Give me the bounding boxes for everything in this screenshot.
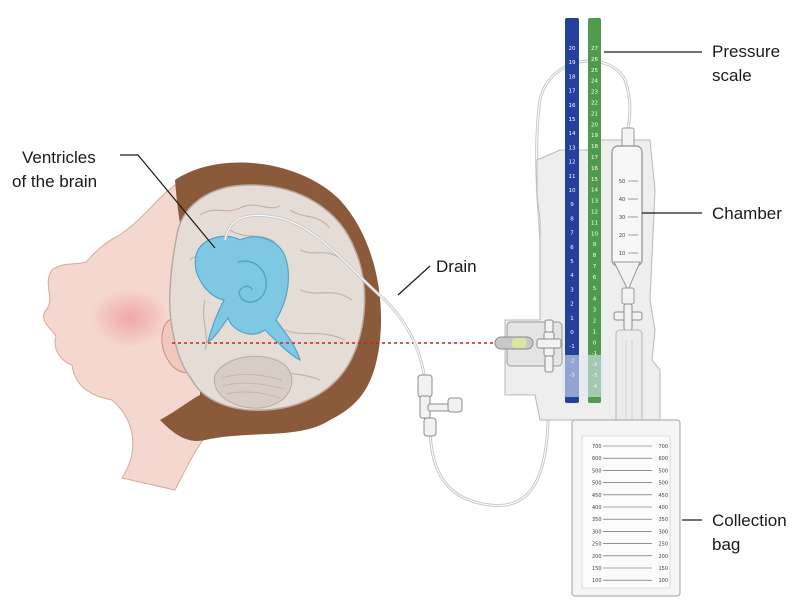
bag-tick-label: 400 [592, 505, 602, 511]
bag-tick-label: 300 [658, 529, 668, 535]
chamber-scale-tick-label: 20 [619, 233, 625, 239]
bag-tick-label: 350 [592, 517, 602, 523]
blue-scale-tick-label: 7 [570, 231, 574, 237]
blue-scale-tick-label: 0 [570, 330, 574, 336]
green-scale-tick-label: 3 [593, 308, 597, 314]
cheek-blush [90, 288, 170, 348]
label-pressure-line1: Pressure [712, 42, 780, 61]
green-scale-tick-label: 8 [593, 253, 597, 259]
green-scale-tick-label: 20 [591, 122, 598, 128]
bag-tick-label: 450 [592, 493, 602, 499]
green-scale-tick-label: 7 [593, 264, 597, 270]
bag-tick-label: 500 [592, 468, 602, 474]
green-scale-tick-label: 24 [591, 79, 598, 85]
label-collection-line1: Collection [712, 511, 787, 530]
green-scale-tick-label: 1 [593, 329, 597, 335]
blue-scale-tick-label: 15 [569, 117, 576, 123]
green-scale-tick-label: 11 [591, 220, 598, 226]
drip-chamber [612, 146, 642, 266]
bag-tick-label: 100 [592, 578, 602, 584]
bag-tick-label: 400 [658, 505, 668, 511]
blue-scale-tick-label: 8 [570, 216, 574, 222]
green-scale-tick-label: 5 [593, 286, 597, 292]
blue-scale-tick-label: 5 [570, 259, 574, 265]
blue-scale-tick-label: 2 [570, 302, 574, 308]
bag-tick-label: 300 [592, 529, 602, 535]
green-scale-tick-label: 21 [591, 111, 598, 117]
bag-tick-label: 500 [658, 481, 668, 487]
green-scale-tick-label: 15 [591, 177, 598, 183]
blue-scale-tick-label: 9 [570, 202, 574, 208]
green-scale-tick-label: 2 [593, 319, 597, 325]
green-scale-tick-label: 12 [591, 210, 598, 216]
bag-tick-label: 250 [658, 542, 668, 548]
bag-tick-label: 700 [592, 444, 602, 450]
blue-scale-tick-label: 18 [569, 74, 576, 80]
chamber-scale-tick-label: 30 [619, 215, 625, 221]
blue-scale-tick-label: -1 [569, 344, 574, 350]
label-ventricles-line2: of the brain [12, 172, 97, 191]
green-scale-tick-label: 22 [591, 101, 598, 107]
stopcock [418, 375, 462, 436]
green-scale-tick-label: 19 [591, 133, 598, 139]
chamber-scale-tick-label: 40 [619, 197, 625, 203]
green-scale-tick-label: 25 [591, 68, 598, 74]
green-scale-tick-label: 10 [591, 231, 598, 237]
blue-scale-tick-label: 6 [570, 245, 574, 251]
chamber-connector [622, 128, 634, 148]
label-collection-line2: bag [712, 535, 740, 554]
blue-scale-tick-label: 20 [569, 46, 576, 52]
green-scale-tick-label: 26 [591, 57, 598, 63]
label-drain: Drain [436, 257, 477, 276]
bag-tick-label: 500 [592, 481, 602, 487]
bag-tick-label: 200 [592, 554, 602, 560]
blue-scale-tick-label: 4 [570, 273, 574, 279]
label-chamber: Chamber [712, 204, 782, 223]
blue-scale-tick-label: 16 [569, 103, 576, 109]
green-scale-tick-label: 4 [593, 297, 597, 303]
green-scale-tick-label: 16 [591, 166, 598, 172]
bag-tick-label: 250 [592, 542, 602, 548]
green-scale-tick-label: 9 [593, 242, 597, 248]
chamber-scale-tick-label: 10 [619, 251, 625, 257]
bag-tick-label: 350 [658, 517, 668, 523]
green-scale-tick-label: 0 [593, 340, 597, 346]
bag-tick-label: 100 [658, 578, 668, 584]
green-scale-tick-label: 23 [591, 90, 598, 96]
label-pressure-line2: scale [712, 66, 752, 85]
blue-scale-tick-label: 10 [569, 188, 576, 194]
green-scale-tick-label: 18 [591, 144, 598, 150]
green-scale-tick-label: 13 [591, 199, 598, 205]
blue-scale-tick-label: 14 [569, 131, 576, 137]
bag-tick-label: 600 [658, 456, 668, 462]
label-ventricles-line1: Ventricles [22, 148, 96, 167]
green-scale-tick-label: 6 [593, 275, 597, 281]
bag-tick-label: 450 [658, 493, 668, 499]
green-scale-tick-label: 27 [591, 46, 598, 52]
blue-scale-tick-label: 3 [570, 287, 574, 293]
patient-head [44, 163, 381, 490]
bag-tick-label: 150 [592, 566, 602, 572]
blue-scale-tick-label: 11 [569, 174, 576, 180]
chamber-scale-tick-label: 50 [619, 179, 625, 185]
bag-tick-label: 600 [592, 456, 602, 462]
blue-scale-tick-label: 19 [569, 60, 576, 66]
bag-tick-label: 200 [658, 554, 668, 560]
bag-tick-label: 150 [658, 566, 668, 572]
bag-tick-label: 500 [658, 468, 668, 474]
blue-scale-tick-label: 12 [569, 160, 576, 166]
green-scale-tick-label: 14 [591, 188, 598, 194]
bag-tick-label: 700 [658, 444, 668, 450]
blue-scale-tick-label: 17 [569, 89, 576, 95]
blue-scale-tick-label: 1 [570, 316, 574, 322]
green-scale-tick-label: 17 [591, 155, 598, 161]
blue-scale-tick-label: 13 [569, 145, 576, 151]
